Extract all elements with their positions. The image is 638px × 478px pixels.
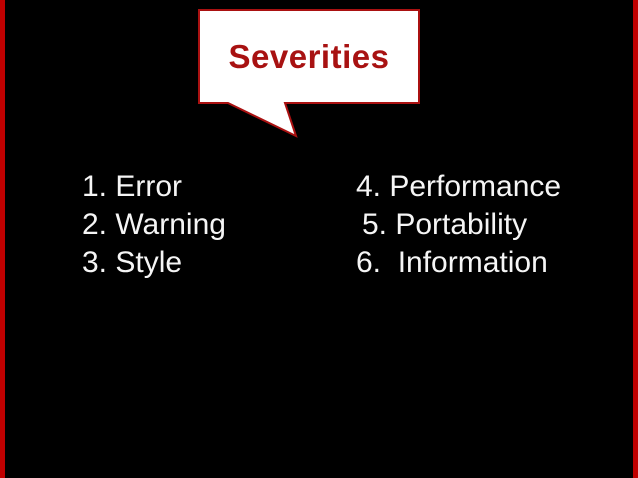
list-item-information: 6. Information	[356, 246, 548, 279]
list-item-error: 1. Error	[82, 170, 183, 203]
severity-list-right-column: 4. Performance 5. Portability 6. Informa…	[356, 168, 561, 282]
slide-title: Severities	[228, 38, 390, 75]
left-edge-accent-bar	[0, 0, 5, 478]
list-item-performance: 4. Performance	[356, 170, 562, 203]
list-item-warning: 2. Warning	[82, 208, 226, 241]
right-edge-accent-bar	[633, 0, 638, 478]
severity-list-left-column: 1. Error 2. Warning 3. Style	[82, 168, 226, 282]
speech-bubble-shape	[198, 9, 420, 138]
list-item-portability: 5. Portability	[362, 208, 528, 241]
list-item-style: 3. Style	[82, 246, 183, 279]
speech-bubble-callout	[198, 9, 420, 138]
